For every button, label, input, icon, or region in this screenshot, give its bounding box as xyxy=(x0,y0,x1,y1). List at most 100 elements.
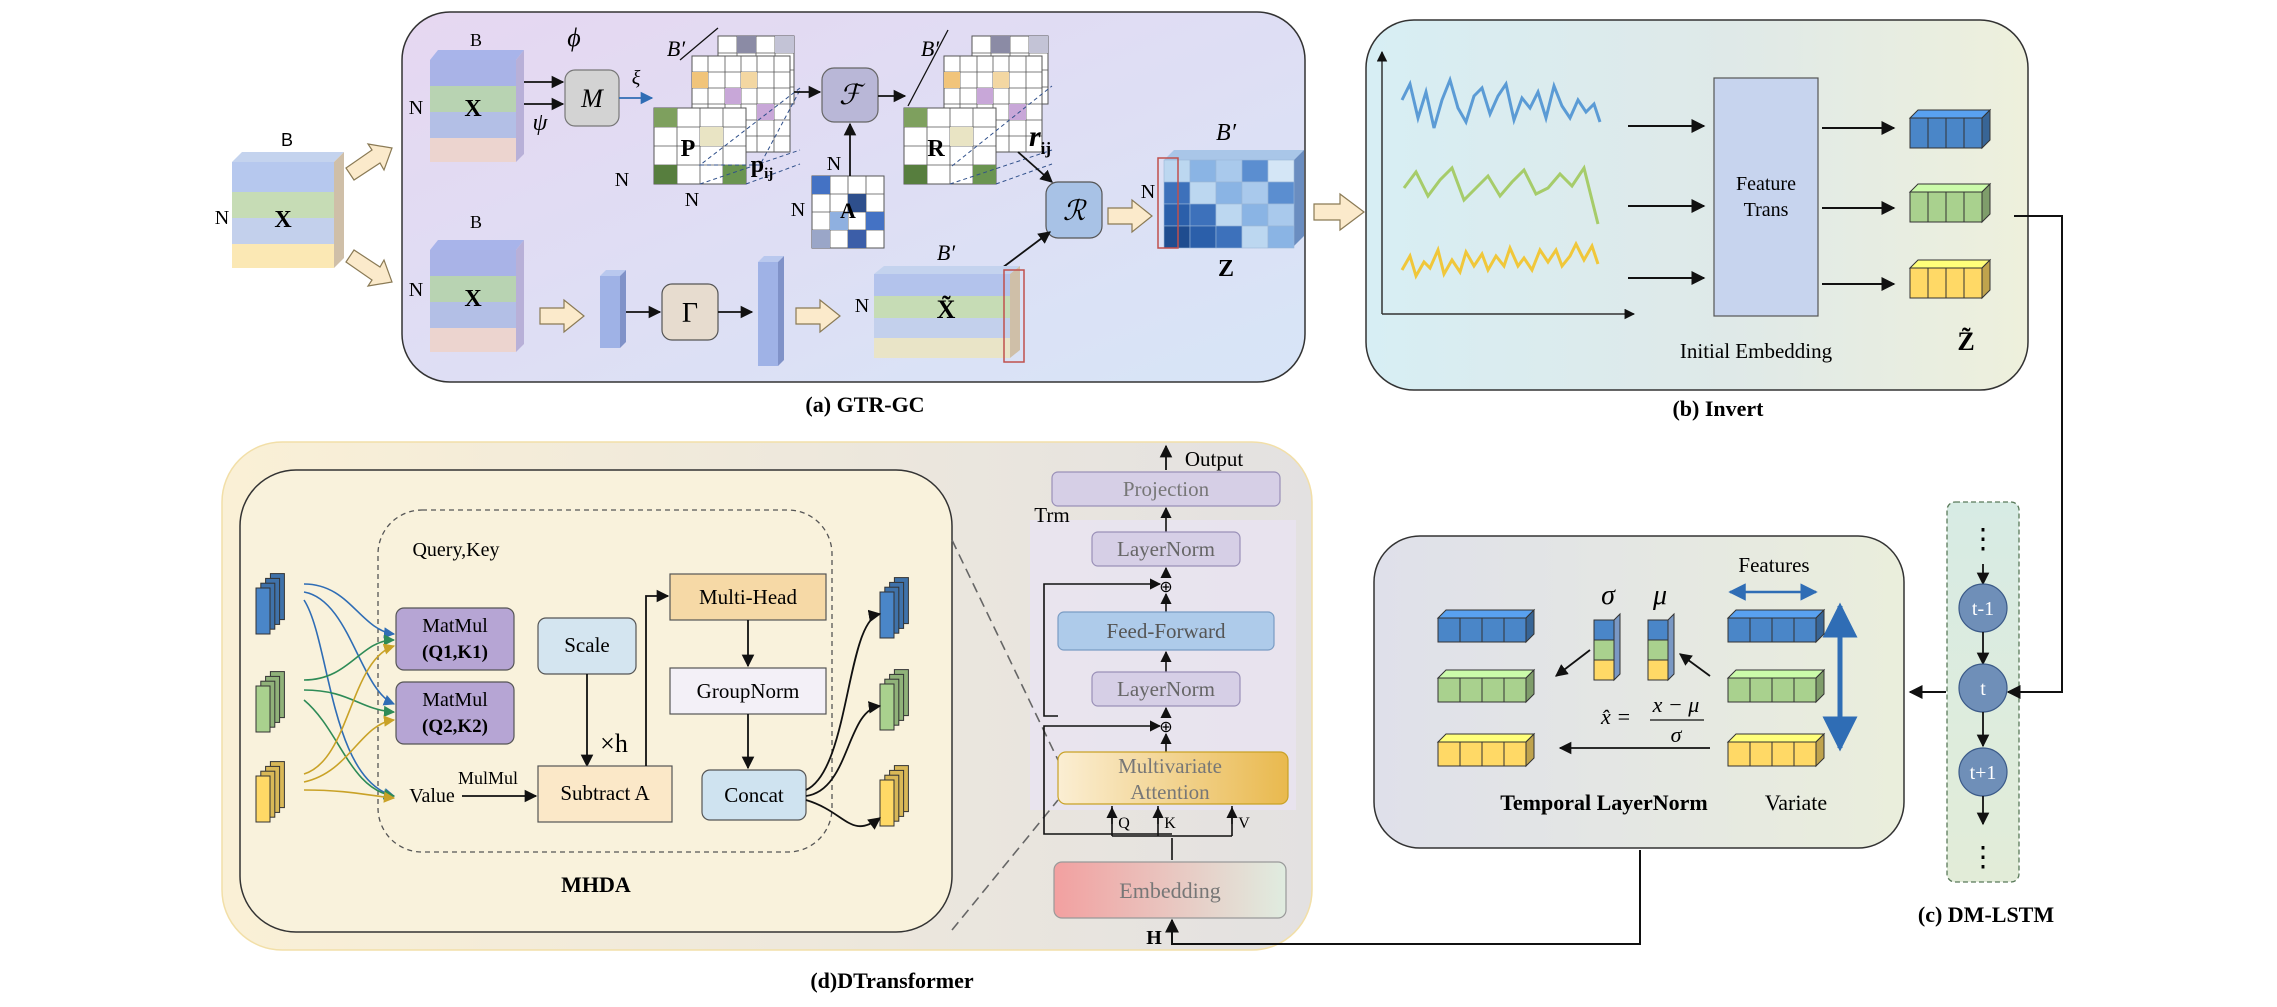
tln-right-token-yellow xyxy=(1726,732,1826,768)
series-blue xyxy=(1400,75,1602,129)
mhda-output-blue xyxy=(879,577,909,639)
attention-block xyxy=(1057,751,1289,805)
formula-lhs: x̂ = xyxy=(1600,704,1631,729)
mhda-input-blue xyxy=(255,573,285,635)
psi-label: ψ xyxy=(533,110,549,136)
groupnorm-label: GroupNorm xyxy=(697,679,800,703)
v-label: V xyxy=(1238,815,1250,832)
z-bprime-label: B′ xyxy=(1216,120,1237,146)
flow-yellow-1 xyxy=(303,643,396,775)
vector-1 xyxy=(600,270,626,348)
block-arrow-rcal-to-z xyxy=(1107,198,1153,234)
vector-2 xyxy=(758,256,784,366)
embedding-token-blue xyxy=(1908,108,1992,150)
mhda-output-yellow xyxy=(879,765,909,827)
residual-2 xyxy=(1043,578,1162,717)
connector-tln-to-embedding xyxy=(1165,850,1641,945)
input-x-tensor xyxy=(232,152,344,268)
connector-invert-to-lstm xyxy=(2006,215,2063,699)
p-n-bottom-label: N xyxy=(685,189,699,211)
p-matrix xyxy=(653,27,801,185)
input-b-label: B xyxy=(281,130,293,150)
multihead-label: Multi-Head xyxy=(699,585,797,609)
feature-trans-label-2: Trans xyxy=(1744,199,1789,221)
mu-vector xyxy=(1647,612,1675,682)
a-matrix-label: A xyxy=(840,198,856,223)
r-matrix xyxy=(903,29,1053,185)
caption-dtransformer: (d)DTransformer xyxy=(810,968,974,993)
arrow-concat-out-1 xyxy=(805,609,882,791)
sigma-vector xyxy=(1593,612,1621,682)
xt-n-label: N xyxy=(855,295,869,317)
p-matrix-label: P xyxy=(681,136,696,162)
query-key-region xyxy=(377,509,833,853)
lstm-node-t+1-label: t+1 xyxy=(1970,762,1997,784)
x-tilde-tensor xyxy=(874,266,1025,363)
caption-dm-lstm: (c) DM-LSTM xyxy=(1918,902,2054,927)
matmul2-args: (Q2,K2) xyxy=(422,716,488,737)
zoom-line-top xyxy=(951,539,1059,761)
series-green xyxy=(1402,164,1600,225)
projection-label: Projection xyxy=(1123,477,1210,501)
p-n-left-label: N xyxy=(615,169,629,191)
block-arrow-down xyxy=(345,249,393,287)
features-label: Features xyxy=(1738,553,1809,577)
phi-label: ϕ xyxy=(567,23,580,52)
input-n-label: N xyxy=(215,207,229,229)
attention-label-2: Attention xyxy=(1130,780,1210,804)
feature-trans-label-1: Feature xyxy=(1736,173,1796,195)
arrow-to-sigma-vec xyxy=(1554,649,1591,677)
h-label: H xyxy=(1146,927,1162,949)
subtract-label: Subtract A xyxy=(560,781,650,805)
subtract-block xyxy=(537,765,673,823)
block-arrow-to-vector xyxy=(539,298,585,334)
mhda-output-green xyxy=(879,669,909,731)
mhda-title: MHDA xyxy=(561,872,631,897)
value-label: Value xyxy=(409,785,455,807)
tln-right-token-green xyxy=(1726,668,1826,704)
bottom-n-label: N xyxy=(409,279,423,301)
gamma-label: Γ xyxy=(682,298,698,329)
z-n-label: N xyxy=(1141,181,1155,203)
tln-title: Temporal LayerNorm xyxy=(1500,790,1708,815)
top-b-label: B xyxy=(470,30,482,50)
caption-gtr-gc: (a) GTR-GC xyxy=(805,392,924,417)
series-yellow xyxy=(1400,240,1600,280)
projection-block xyxy=(1051,471,1281,507)
z-heatmap xyxy=(1157,150,1304,249)
layernorm1-block xyxy=(1091,671,1241,707)
top-x-label: X xyxy=(464,96,482,122)
top-n-label: N xyxy=(409,97,423,119)
caption-invert: (b) Invert xyxy=(1672,396,1764,421)
rcal-label: ℛ xyxy=(1063,196,1087,227)
layernorm2-label: LayerNorm xyxy=(1117,537,1215,561)
q-label: Q xyxy=(1118,815,1130,832)
layernorm1-label: LayerNorm xyxy=(1117,677,1215,701)
block-arrow-to-xt xyxy=(795,298,841,334)
arrow-concat-out-3 xyxy=(805,799,882,830)
embedding-label: Embedding xyxy=(1119,878,1220,903)
oplus1-label: ⊕ xyxy=(1159,719,1172,736)
k-label: K xyxy=(1164,815,1176,832)
r-matrix-label: R xyxy=(927,136,945,162)
attention-label-1: Multivariate xyxy=(1118,754,1222,778)
arrow-to-mu-vec xyxy=(1678,653,1711,677)
arrow-xt-to-rcal xyxy=(1001,231,1052,269)
lstm-node-t-1-label: t-1 xyxy=(1972,598,1994,620)
residual-1 xyxy=(1043,720,1172,835)
p-bprime-label: B′ xyxy=(667,36,686,61)
top-x-tensor xyxy=(430,50,524,162)
matmul1-block xyxy=(395,607,515,671)
xt-label: X̃ xyxy=(937,295,956,324)
concat-label: Concat xyxy=(724,783,784,807)
a-n-left-label: N xyxy=(791,199,805,221)
flow-blue-3 xyxy=(303,599,396,799)
pij-label: pij xyxy=(751,152,774,182)
zoom-line-bottom xyxy=(951,799,1059,931)
trm-label: Trm xyxy=(1034,503,1069,527)
bottom-x-label: X xyxy=(464,286,482,312)
feedforward-block xyxy=(1057,611,1275,651)
tln-right-token-blue xyxy=(1726,608,1826,644)
formula-denominator: σ xyxy=(1671,722,1683,747)
